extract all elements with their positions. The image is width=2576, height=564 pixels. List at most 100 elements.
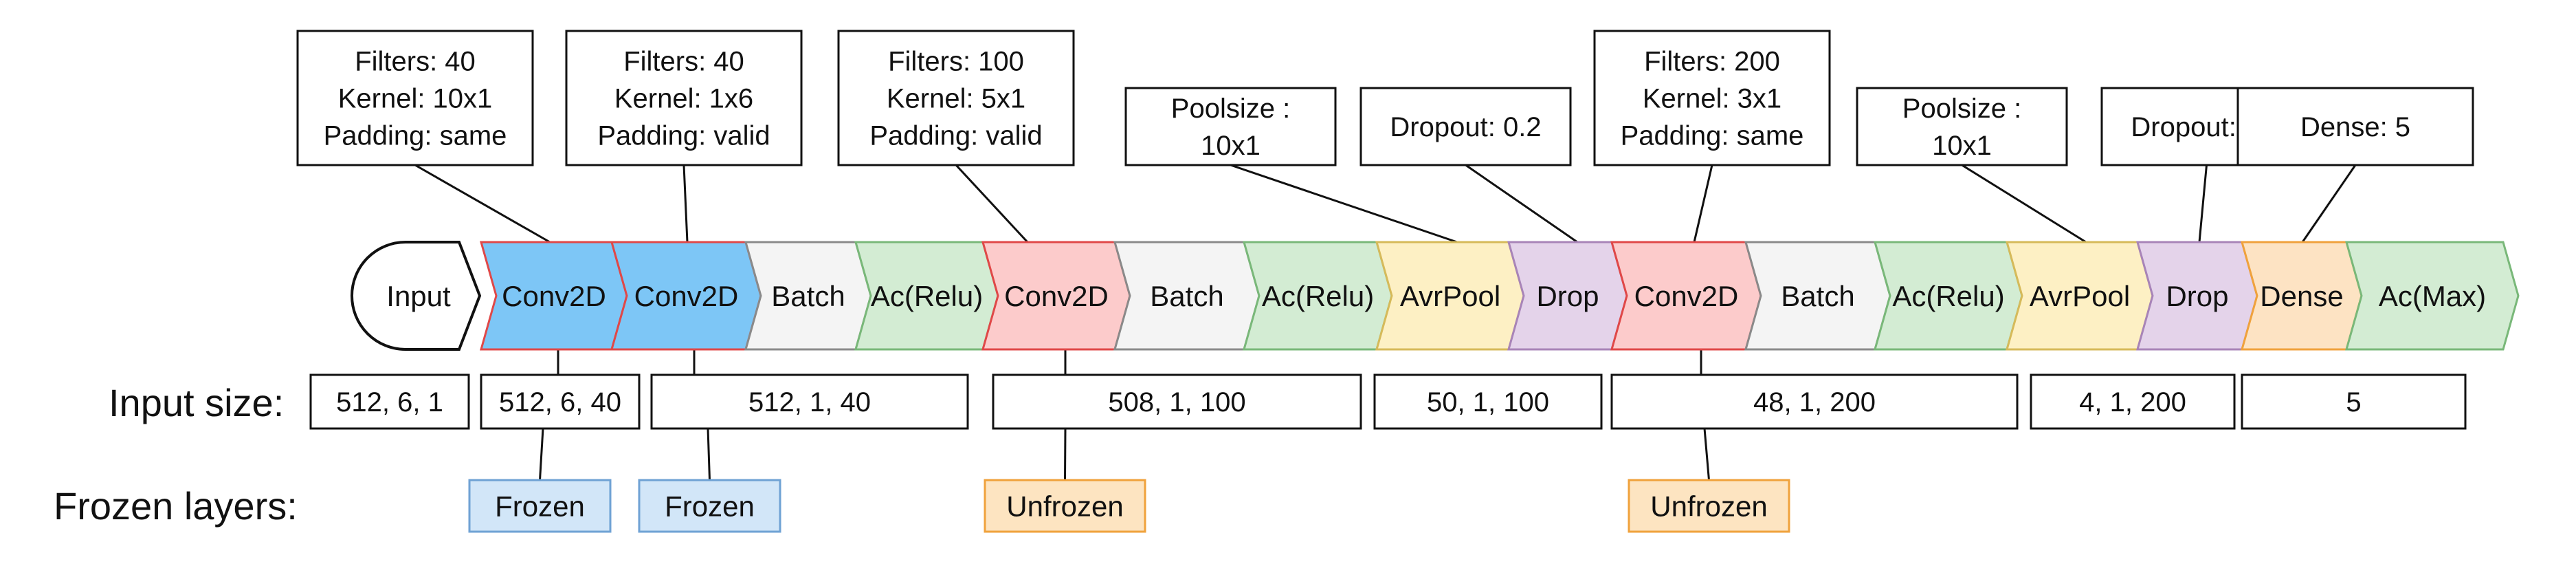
layer-drop: Drop: [1507, 241, 1628, 351]
input-size-box: 512, 6, 1: [309, 373, 470, 430]
connector-lines: [414, 164, 2357, 481]
layer-pipeline: Input Conv2D Conv2D Batch Ac(Relu) Conv2D Batc…: [351, 241, 2520, 351]
param-box-frame: [296, 30, 534, 166]
frozen-tag-frame: [1628, 479, 1790, 533]
param-box-frame: [1593, 30, 1831, 166]
input-size-box: 4, 1, 200: [2030, 373, 2236, 430]
layer-label: AvrPool: [2030, 280, 2130, 312]
frozen-connector: [1703, 428, 1710, 481]
layer-label: Drop: [1536, 280, 1599, 312]
layer-batch: Batch: [1744, 241, 1891, 351]
param-connector: [2198, 164, 2208, 243]
param-box-dense-5: Dense: 5: [2236, 87, 2474, 166]
param-box-frame: [1856, 87, 2068, 166]
layer-label: Conv2D: [634, 280, 739, 312]
size-box-frame: [1373, 373, 1603, 430]
input-size-box: 512, 1, 40: [650, 373, 969, 430]
param-box-poolsize: Poolsize : 10x1: [1856, 87, 2068, 166]
layer-label: Conv2D: [1634, 280, 1739, 312]
param-line: Padding: same: [1621, 121, 1804, 151]
param-line: Kernel: 1x6: [614, 84, 753, 114]
param-line: Kernel: 3x1: [1643, 84, 1781, 114]
layer-label: Ac(Max): [2379, 280, 2486, 312]
param-line: Filters: 40: [623, 47, 744, 77]
layer-label: Batch: [1150, 280, 1223, 312]
frozen-tag-unfrozen: Unfrozen: [984, 479, 1146, 533]
param-line: 10x1: [1932, 131, 1992, 161]
param-box-frame: [565, 30, 803, 166]
layer-label: Batch: [1781, 280, 1854, 312]
param-connector: [682, 164, 689, 243]
layer-label: Batch: [771, 280, 845, 312]
row-label-frozen-layers: Frozen layers:: [54, 484, 298, 528]
layer-dense: Dense: [2241, 241, 2363, 351]
param-line: Padding: valid: [597, 121, 770, 151]
input-size-label: 5: [2346, 387, 2361, 417]
layer-label: Input: [386, 280, 451, 312]
layer-shape: [2345, 241, 2520, 351]
frozen-tag-frame: [638, 479, 781, 533]
layer-ac-relu: Ac(Relu): [1874, 241, 2023, 351]
layer-label: Ac(Relu): [1892, 280, 2004, 312]
param-box-frame: [1359, 87, 1572, 166]
layer-label: AvrPool: [1400, 280, 1500, 312]
size-box-frame: [1610, 373, 2019, 430]
param-box-dropout-0-2: Dropout: 0.2: [1359, 87, 1572, 166]
size-box-frame: [309, 373, 470, 430]
input-size-box: 508, 1, 100: [992, 373, 1362, 430]
layer-conv2d: Conv2D: [610, 241, 762, 351]
param-line: Kernel: 10x1: [338, 84, 493, 114]
layer-ac-relu: Ac(Relu): [1243, 241, 1393, 351]
param-connector: [955, 164, 1029, 243]
size-box-frame: [992, 373, 1362, 430]
layer-avrpool: AvrPool: [1375, 241, 1525, 351]
frozen-tag-label: Frozen: [495, 490, 585, 523]
size-box-frame: [2030, 373, 2236, 430]
frozen-connector: [539, 428, 544, 481]
frozen-tag-label: Unfrozen: [1006, 490, 1123, 523]
layer-conv2d: Conv2D: [480, 241, 628, 351]
frozen-connector: [707, 428, 711, 481]
input-size-box: 48, 1, 200: [1610, 373, 2019, 430]
param-line: Filters: 100: [888, 47, 1024, 77]
input-size-box: 512, 6, 40: [480, 373, 641, 430]
param-line: Dropout: 0.2: [1390, 112, 1541, 142]
layer-label: Conv2D: [502, 280, 606, 312]
input-size-label: 512, 1, 40: [748, 387, 871, 417]
layer-avrpool: AvrPool: [2006, 241, 2154, 351]
param-line: Padding: same: [324, 121, 507, 151]
frozen-tag-label: Unfrozen: [1650, 490, 1767, 523]
param-connector: [1693, 164, 1713, 243]
frozen-tag-frozen: Frozen: [468, 479, 612, 533]
layer-batch: Batch: [744, 241, 872, 351]
input-size-label: 512, 6, 40: [499, 387, 621, 417]
param-line: 10x1: [1201, 131, 1261, 161]
frozen-tag-frame: [984, 479, 1146, 533]
layer-shape: [351, 241, 482, 351]
param-box-frame: [837, 30, 1075, 166]
size-box-frame: [480, 373, 641, 430]
param-box-poolsize: Poolsize :10x1: [1124, 87, 1337, 166]
size-box-frame: [2241, 373, 2467, 430]
param-line: Kernel: 5x1: [887, 84, 1025, 114]
input-size-label: 512, 6, 1: [336, 387, 443, 417]
layer-label: Dense: [2260, 280, 2343, 312]
param-line: Poolsize :: [1902, 94, 2021, 124]
param-line: Filters: 40: [355, 47, 476, 77]
frozen-tag-frame: [468, 479, 612, 533]
input-size-label: 48, 1, 200: [1753, 387, 1876, 417]
row-label-input-size: Input size:: [109, 381, 284, 424]
param-connector: [414, 164, 551, 243]
size-box-frame: [650, 373, 969, 430]
param-box-frame: [1124, 87, 1337, 166]
layer-batch: Batch: [1113, 241, 1261, 351]
layer-conv2d: Conv2D: [1610, 241, 1762, 351]
param-connector: [1465, 164, 1578, 243]
layer-label: Ac(Relu): [871, 280, 983, 312]
